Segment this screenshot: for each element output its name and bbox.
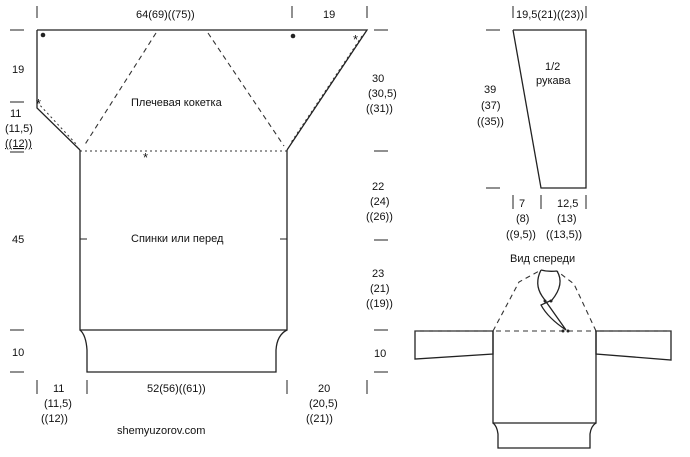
- dim-bottom-left-3: ((12)): [41, 413, 68, 425]
- dimension-labels: 64(69)((75)) 19 19 11 (11,5) ((12)) 45 1…: [5, 9, 397, 425]
- front-view-collar-left: [492, 269, 542, 332]
- dim-left-shoulder-2: (11,5): [5, 123, 33, 135]
- dim-bottom-right-2: (20,5): [309, 398, 338, 410]
- front-view-right-sleeve: [595, 330, 672, 361]
- sleeve-cuff-right-1: 12,5: [557, 198, 578, 210]
- yoke-left-dotted-edge: [36, 101, 79, 147]
- yoke-right-dotted-edge: [289, 35, 363, 145]
- body-outline: [79, 150, 288, 331]
- front-view-collar-right: [556, 270, 597, 332]
- yoke-title: Плечевая кокетка: [131, 97, 223, 109]
- dim-bottom-width: 52(56)((61)): [147, 383, 206, 395]
- yoke-raglan-line-right: [207, 32, 285, 147]
- sleeve-cuff-left-1: 7: [519, 198, 525, 210]
- front-view-collar-fold: [537, 269, 567, 331]
- star-mark-top-right: *: [353, 32, 358, 47]
- dim-left-rib: 10: [12, 347, 24, 359]
- sleeve-title-fraction: 1/2: [545, 61, 560, 73]
- front-view-button-3: [561, 329, 565, 333]
- yoke-raglan-line-left: [83, 32, 157, 147]
- sleeve-outline: [512, 29, 587, 189]
- sleeve-cuff-left-2: (8): [516, 213, 529, 225]
- sleeve-cuff-right-3: ((13,5)): [546, 229, 582, 241]
- yoke-outline: [36, 29, 369, 151]
- sleeve-title-word: рукава: [536, 75, 571, 87]
- front-view-title: Вид спереди: [510, 253, 575, 265]
- front-view-button-1: [543, 299, 547, 303]
- front-view-torso: [492, 331, 597, 424]
- front-view-left-sleeve: [414, 330, 494, 360]
- dim-bottom-right-1: 20: [318, 383, 330, 395]
- front-view-rib: [492, 422, 597, 449]
- star-mark-left: *: [36, 96, 41, 111]
- dim-top-right: 19: [323, 9, 335, 21]
- front-view-button-4: [566, 329, 570, 333]
- dimension-ticks: [10, 6, 587, 394]
- dim-left-body: 45: [12, 234, 24, 246]
- dim-right-rib: 10: [374, 348, 386, 360]
- dim-right-lower-1: 23: [372, 268, 384, 280]
- body-piece: * * * Плечевая кокетка Спинки или перед: [36, 29, 369, 373]
- sleeve-top-width: 19,5(21)((23)): [516, 9, 584, 21]
- sleeve-length-1: 39: [484, 84, 496, 96]
- marker-dot-left: [40, 32, 46, 38]
- dim-left-shoulder-1: 11: [10, 108, 21, 120]
- dim-left-shoulder-3: ((12)): [5, 138, 32, 150]
- body-title: Спинки или перед: [131, 233, 224, 245]
- dim-right-yoke-2: (30,5): [368, 88, 397, 100]
- sleeve-piece: 19,5(21)((23)) 1/2 рукава 39 (37) ((35))…: [477, 9, 587, 241]
- dim-left-yoke: 19: [12, 64, 24, 76]
- dim-right-lower-3: ((19)): [366, 298, 393, 310]
- sleeve-cuff-left-3: ((9,5)): [506, 229, 536, 241]
- dim-right-yoke-3: ((31)): [366, 103, 393, 115]
- dim-right-upper-1: 22: [372, 181, 384, 193]
- dim-bottom-right-3: ((21)): [306, 413, 333, 425]
- sleeve-length-2: (37): [481, 100, 501, 112]
- body-rib-band: [79, 329, 288, 373]
- website-credit: shemyuzorov.com: [117, 425, 205, 437]
- sleeve-cuff-right-2: (13): [557, 213, 577, 225]
- dim-right-upper-2: (24): [370, 196, 390, 208]
- dim-right-upper-3: ((26)): [366, 211, 393, 223]
- marker-dot-right: [290, 33, 296, 39]
- dim-top-width: 64(69)((75)): [136, 9, 195, 21]
- dim-right-yoke-1: 30: [372, 73, 384, 85]
- star-mark-seam: *: [143, 150, 148, 165]
- front-view: Вид спереди: [414, 253, 672, 449]
- dim-right-lower-2: (21): [370, 283, 390, 295]
- front-view-button-2: [549, 299, 553, 303]
- dim-bottom-left-1: 11: [53, 383, 64, 395]
- sleeve-length-3: ((35)): [477, 116, 504, 128]
- dim-bottom-left-2: (11,5): [44, 398, 72, 410]
